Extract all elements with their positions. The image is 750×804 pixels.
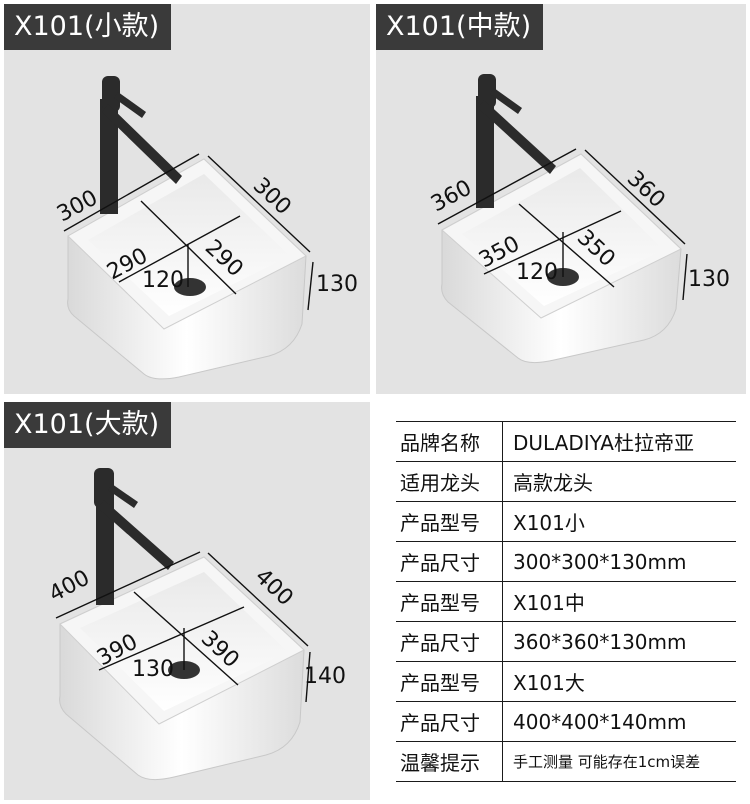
panel-title: X101(大款) (4, 402, 172, 448)
dim-height: 130 (688, 267, 730, 292)
basin-bowl (88, 174, 290, 316)
spec-value: X101大 (502, 661, 736, 702)
faucet-body (94, 468, 114, 508)
faucet-handle (490, 88, 522, 114)
panel-title: X101(小款) (4, 4, 172, 50)
table-row: 温馨提示手工测量 可能存在1cm误差 (396, 741, 736, 782)
faucet-body (478, 74, 496, 108)
panel-small: 300 300 290 290 120 130 X101(小款) (4, 4, 370, 394)
faucet-spout (478, 100, 556, 174)
spec-label: 产品尺寸 (396, 541, 503, 582)
panel-large: 400 400 390 390 130 140 X101(大款) (4, 402, 370, 800)
dimension-lines (63, 153, 314, 311)
dim-outer-left: 360 (427, 176, 476, 218)
dim-height: 130 (316, 272, 358, 297)
table-row: 适用龙头高款龙头 (396, 461, 736, 502)
basin-small-illustration: 300 300 290 290 120 130 (53, 76, 358, 380)
dim-outer-left: 400 (45, 566, 94, 608)
spec-label: 品牌名称 (396, 421, 503, 462)
dimension-lines (55, 551, 311, 703)
spec-label: 温馨提示 (396, 741, 503, 782)
faucet-handle (108, 484, 138, 508)
dim-drain: 120 (142, 268, 184, 293)
spec-label: 产品型号 (396, 661, 503, 702)
spec-value: 400*400*140mm (502, 701, 736, 742)
dim-drain: 130 (132, 657, 174, 682)
spec-label: 产品型号 (396, 581, 503, 622)
spec-label: 适用龙头 (396, 461, 503, 502)
spec-value: 手工测量 可能存在1cm误差 (502, 741, 736, 782)
basin-medium-illustration: 360 360 350 350 120 130 (427, 74, 730, 364)
faucet-pillar (100, 99, 118, 214)
panel-medium: 360 360 350 350 120 130 X101(中款) (376, 4, 746, 394)
faucet-spout (98, 500, 174, 570)
spec-value: X101中 (502, 581, 736, 622)
dim-drain: 120 (516, 260, 558, 285)
spec-label: 产品尺寸 (396, 701, 503, 742)
spec-label: 产品尺寸 (396, 621, 503, 662)
spec-label: 产品型号 (396, 501, 503, 542)
faucet-pillar (476, 96, 494, 208)
faucet-spout (102, 104, 182, 184)
spec-value: 300*300*130mm (502, 541, 736, 582)
spec-value: X101小 (502, 501, 736, 542)
spec-value: DULADIYA杜拉帝亚 (502, 421, 736, 462)
spec-value: 高款龙头 (502, 461, 736, 502)
faucet-body (102, 76, 120, 112)
basin-large-illustration: 400 400 390 390 130 140 (45, 468, 346, 781)
faucet-handle (114, 92, 146, 118)
panel-title: X101(中款) (376, 4, 544, 50)
faucet-pillar (96, 497, 114, 605)
spec-value: 360*360*130mm (502, 621, 736, 662)
drain-icon (174, 278, 206, 296)
dim-outer-right: 400 (250, 564, 298, 611)
dim-height: 140 (304, 664, 346, 689)
dimension-lines (437, 148, 688, 301)
